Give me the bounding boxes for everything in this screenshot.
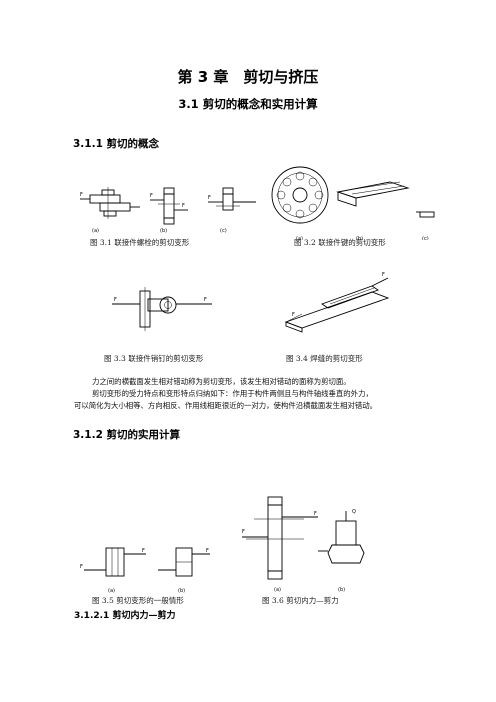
fig-3-1-b: F F (b) — [150, 187, 188, 234]
svg-text:F: F — [80, 564, 83, 570]
svg-text:(a): (a) — [296, 236, 303, 240]
figure-3-5-general-shear: F F (a) F (b) — [80, 547, 210, 594]
fig-3-6-b: Q (b) — [318, 509, 365, 593]
figure-3-1-caption: 图 3.1 联接件螺栓的剪切变形 — [90, 238, 190, 247]
chapter-title: 第 3 章 剪切与挤压 — [177, 68, 319, 86]
figure-3-2-caption: 图 3.2 联接件键的剪切变形 — [294, 238, 386, 247]
fig-3-5-a: F F (a) — [80, 547, 146, 594]
figure-3-4-caption: 图 3.4 焊缝的剪切变形 — [286, 354, 363, 363]
figure-3-6-caption: 图 3.6 剪切内力—剪力 — [262, 596, 339, 605]
svg-text:F: F — [314, 511, 317, 517]
fig-3-1-a: F (a) — [80, 187, 140, 234]
figure-3-4-weld-shear: F F — [284, 272, 390, 333]
svg-text:(b): (b) — [178, 588, 185, 594]
svg-text:F: F — [182, 203, 185, 209]
svg-text:(a): (a) — [92, 228, 99, 234]
figure-3-3-caption: 图 3.3 联接件销钉的剪切变形 — [104, 354, 204, 363]
svg-text:F: F — [242, 529, 245, 535]
svg-text:(a): (a) — [108, 588, 115, 594]
svg-text:(b): (b) — [160, 228, 167, 234]
subsection-heading-calculation: 3.1.2 剪切的实用计算 — [73, 429, 181, 441]
fig-3-2-a-wheel: (a) — [271, 166, 329, 240]
svg-text:F: F — [142, 548, 145, 554]
svg-text:(c): (c) — [220, 228, 227, 234]
section-title: 3.1 剪切的概念和实用计算 — [178, 97, 318, 111]
svg-text:F: F — [80, 192, 83, 198]
paragraph-characteristics: 剪切变形的受力特点和变形特点归纳如下：作用于构件两侧且与构件轴线垂直的外力， — [92, 389, 373, 398]
subsubsection-heading-shear-force: 3.1.2.1 剪切内力—剪力 — [74, 611, 176, 621]
figure-3-1-bolt-shear: F (a) F F (b) F (c) — [80, 187, 256, 234]
fig-3-2-b-shaft: (b) — [336, 181, 410, 240]
svg-text:F: F — [206, 548, 209, 554]
svg-text:(c): (c) — [422, 236, 429, 240]
paragraph-characteristics-cont: 可以简化为大小相等、方向相反、作用线相距很近的一对力，使构件沿横截面发生相对错动… — [74, 401, 378, 410]
svg-text:F: F — [114, 297, 117, 303]
figure-3-6-shear-force: F F (a) Q (b) — [242, 496, 365, 593]
svg-text:F: F — [292, 312, 295, 318]
subsection-heading-concept: 3.1.1 剪切的概念 — [73, 138, 160, 150]
fig-3-2-c-key: (c) — [416, 211, 435, 240]
svg-text:(a): (a) — [274, 587, 281, 593]
fig-3-6-a: F F (a) — [242, 496, 318, 593]
fig-3-1-c: F (c) — [208, 187, 256, 234]
svg-text:(b): (b) — [356, 236, 363, 240]
figure-3-5-caption: 图 3.5 剪切变形的一般情形 — [92, 596, 184, 605]
figure-3-2-key-shear: (a) (b) (c) — [271, 166, 435, 240]
svg-text:F: F — [382, 272, 385, 278]
svg-text:Q: Q — [352, 509, 356, 515]
svg-text:F: F — [204, 297, 207, 303]
svg-text:F: F — [150, 193, 153, 199]
svg-text:(b): (b) — [338, 587, 345, 593]
fig-3-5-b: F (b) — [158, 547, 210, 594]
figure-3-3-pin-shear: F F — [112, 287, 212, 331]
svg-text:F: F — [208, 195, 211, 201]
paragraph-definition: 力之间的横截面发生相对错动称为剪切变形，该发生相对错动的面称为剪切面。 — [92, 377, 351, 386]
